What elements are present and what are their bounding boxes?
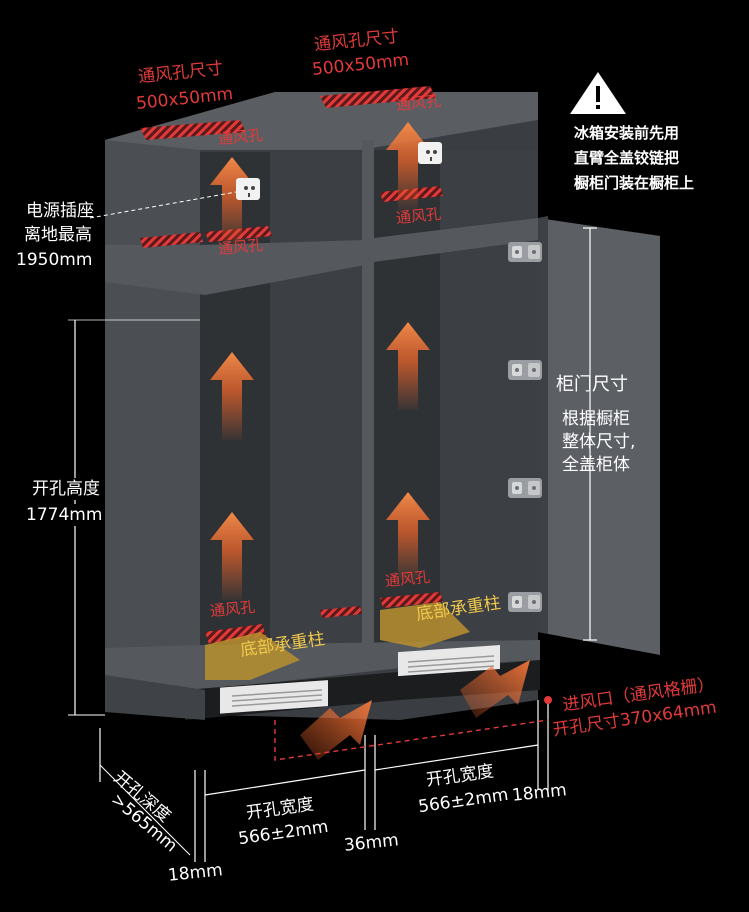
vent-label: 通风孔 [395, 91, 442, 115]
height-value: 1774mm [26, 504, 103, 526]
power-line2: 离地最高 [24, 225, 92, 245]
power-line1: 电源插座 [26, 201, 94, 221]
width-left-dimension-line [204, 769, 366, 796]
width-right-dimension-line [374, 744, 539, 771]
vent-top-right [320, 86, 436, 108]
warning-triangle-icon [570, 72, 626, 114]
center-divider [362, 140, 374, 660]
door-line1: 根据橱柜 [562, 409, 630, 429]
vent-label: 通风孔 [209, 597, 256, 621]
warning-line1: 冰箱安装前先用 [574, 124, 680, 142]
warning-line2: 直臂全盖铰链把 [574, 149, 680, 167]
vent-label: 通风孔 [217, 125, 264, 149]
vent-label: 通风孔 [217, 235, 264, 259]
height-label: 开孔高度 [32, 478, 100, 500]
vent-grille-left [220, 680, 328, 714]
power-socket-icon [236, 178, 260, 200]
vent-label: 通风孔 [384, 567, 431, 591]
support-post-left [205, 632, 300, 680]
vent-grille-right [398, 645, 500, 677]
vent-top-left [140, 120, 246, 140]
door-title: 柜门尺寸 [556, 374, 628, 395]
door-line3: 全盖柜体 [562, 455, 630, 475]
vent-label: 通风孔 [395, 204, 442, 228]
support-post-right [380, 602, 470, 648]
cabinet-door [538, 218, 660, 655]
door-line2: 整体尺寸, [562, 432, 636, 452]
hinge-icon [508, 242, 542, 262]
power-line3: 1950mm [16, 250, 93, 270]
warning-line3: 橱柜门装在橱柜上 [574, 174, 695, 192]
